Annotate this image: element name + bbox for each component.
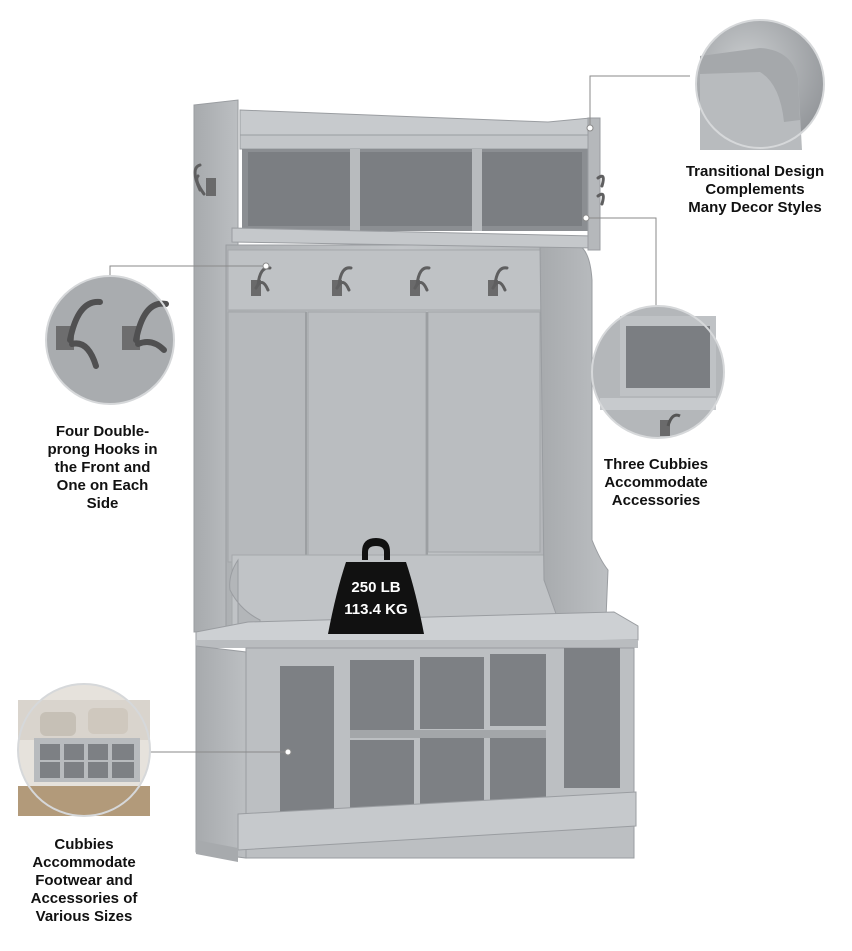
hook-icon xyxy=(488,266,509,296)
top-cubby-3 xyxy=(482,152,582,226)
top-cubby-1 xyxy=(248,152,350,226)
weight-capacity-badge xyxy=(328,538,424,634)
caption-footwear-cubbies: Cubbies Accommodate Footwear and Accesso… xyxy=(30,836,138,925)
caption-transitional-design: Transitional Design Complements Many Dec… xyxy=(685,163,825,216)
hook-icon xyxy=(410,266,431,296)
zoom-top-cubbies-detail xyxy=(591,305,725,439)
lower-cabinet xyxy=(195,645,637,862)
tall-cubby-right xyxy=(564,648,620,788)
left-arm xyxy=(229,558,261,633)
top-cubby-2 xyxy=(360,152,472,226)
callout-lines xyxy=(109,75,690,756)
weight-kg-label: 113.4 KG xyxy=(344,601,408,618)
zoom-hooks-detail xyxy=(45,275,175,405)
front-hooks xyxy=(193,163,605,296)
zoom-corner-detail xyxy=(695,19,825,150)
hook-icon xyxy=(332,266,353,296)
tall-cubby-left xyxy=(280,666,334,818)
zoom-room-scene xyxy=(17,683,151,817)
side-hook-icon xyxy=(596,174,605,206)
top-shelf xyxy=(231,109,601,251)
weight-lb-label: 250 LB xyxy=(351,579,401,596)
caption-three-cubbies: Three Cubbies Accommodate Accessories xyxy=(603,456,709,509)
right-side-panel xyxy=(539,244,609,626)
caption-hooks: Four Double- prong Hooks in the Front an… xyxy=(47,423,158,512)
side-hook-icon xyxy=(193,163,216,196)
